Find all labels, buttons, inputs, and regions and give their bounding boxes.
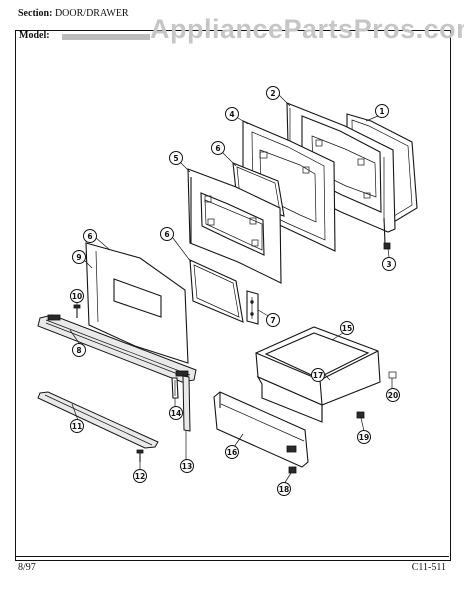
part-window-frame bbox=[187, 168, 282, 284]
part-outer-door bbox=[85, 242, 189, 364]
callout-8-label: 8 bbox=[76, 346, 81, 355]
part-fastener-19 bbox=[288, 466, 297, 474]
part-door-handle bbox=[37, 314, 197, 383]
callout-16: 15 bbox=[340, 321, 354, 335]
callout-6-upper-label: 6 bbox=[215, 144, 220, 153]
callout-6-door-label: 6 bbox=[87, 232, 92, 241]
callout-6-door: 6 bbox=[83, 229, 97, 243]
callout-13-label: 12 bbox=[135, 472, 145, 481]
part-drawer-front bbox=[213, 391, 309, 468]
part-fastener-21 bbox=[388, 371, 397, 379]
callout-6-upper: 6 bbox=[211, 141, 225, 155]
callout-15: 14 bbox=[169, 406, 183, 420]
callout-19-label: 18 bbox=[279, 485, 289, 494]
part-hinge bbox=[246, 290, 259, 325]
callout-13: 12 bbox=[133, 469, 147, 483]
callout-2-label: 2 bbox=[270, 89, 275, 98]
part-fastener-3 bbox=[383, 242, 391, 250]
callout-19: 18 bbox=[277, 482, 291, 496]
callout-2: 2 bbox=[266, 86, 280, 100]
callout-17-label: 16 bbox=[227, 448, 237, 457]
callout-3: 3 bbox=[382, 257, 396, 271]
callout-4-label: 4 bbox=[229, 110, 234, 119]
callout-12-label: 11 bbox=[72, 422, 82, 431]
callout-5: 5 bbox=[169, 151, 183, 165]
watermark: AppliancePartsPros.com bbox=[150, 14, 464, 44]
part-glide-14 bbox=[182, 375, 191, 432]
callout-1-label: 1 bbox=[379, 107, 384, 116]
callout-20-label: 19 bbox=[359, 433, 369, 442]
part-glide-15 bbox=[171, 377, 179, 399]
diagram-frame bbox=[15, 30, 451, 561]
callout-14-label: 13 bbox=[182, 462, 192, 471]
callout-8: 8 bbox=[72, 343, 86, 357]
section-value: DOOR/DRAWER bbox=[54, 8, 129, 19]
callout-21: 20 bbox=[386, 388, 400, 402]
part-fastener-20 bbox=[356, 411, 365, 419]
callout-11-label: 10 bbox=[72, 292, 82, 301]
callout-18-label: 17 bbox=[313, 371, 323, 380]
callout-14: 13 bbox=[180, 459, 194, 473]
footer-code: C11-511 bbox=[411, 562, 446, 573]
section-heading: Section: DOOR/DRAWER bbox=[18, 8, 129, 19]
part-drawer-rail bbox=[37, 391, 159, 449]
callout-9-label: 9 bbox=[76, 253, 81, 262]
callout-5-label: 5 bbox=[173, 154, 178, 163]
callout-21-label: 20 bbox=[388, 391, 398, 400]
callout-1: 1 bbox=[375, 104, 389, 118]
model-heading: Model: bbox=[19, 30, 50, 41]
callout-7: 7 bbox=[266, 313, 280, 327]
part-screw-11 bbox=[73, 304, 81, 318]
callout-20: 19 bbox=[357, 430, 371, 444]
callout-16-label: 15 bbox=[342, 324, 352, 333]
leader-lines bbox=[69, 94, 393, 485]
model-label: Model: bbox=[19, 30, 50, 41]
section-label: Section: bbox=[18, 8, 53, 19]
callout-3-label: 3 bbox=[386, 260, 391, 269]
callout-11: 10 bbox=[70, 289, 84, 303]
callout-12: 11 bbox=[70, 419, 84, 433]
model-number-smudge bbox=[62, 34, 150, 40]
part-drawer-pan bbox=[255, 326, 381, 423]
callout-9: 9 bbox=[72, 250, 86, 264]
callout-18: 17 bbox=[311, 368, 325, 382]
callout-4: 4 bbox=[225, 107, 239, 121]
callout-6-middle-label: 6 bbox=[164, 230, 169, 239]
part-screw-13 bbox=[136, 449, 144, 462]
callout-17: 16 bbox=[225, 445, 239, 459]
callout-6-middle: 6 bbox=[160, 227, 174, 241]
part-inner-glass-middle bbox=[189, 259, 244, 323]
callout-7-label: 7 bbox=[270, 316, 275, 325]
footer-date: 8/97 bbox=[18, 562, 36, 573]
callout-15-label: 14 bbox=[171, 409, 181, 418]
footer-divider bbox=[15, 556, 449, 557]
